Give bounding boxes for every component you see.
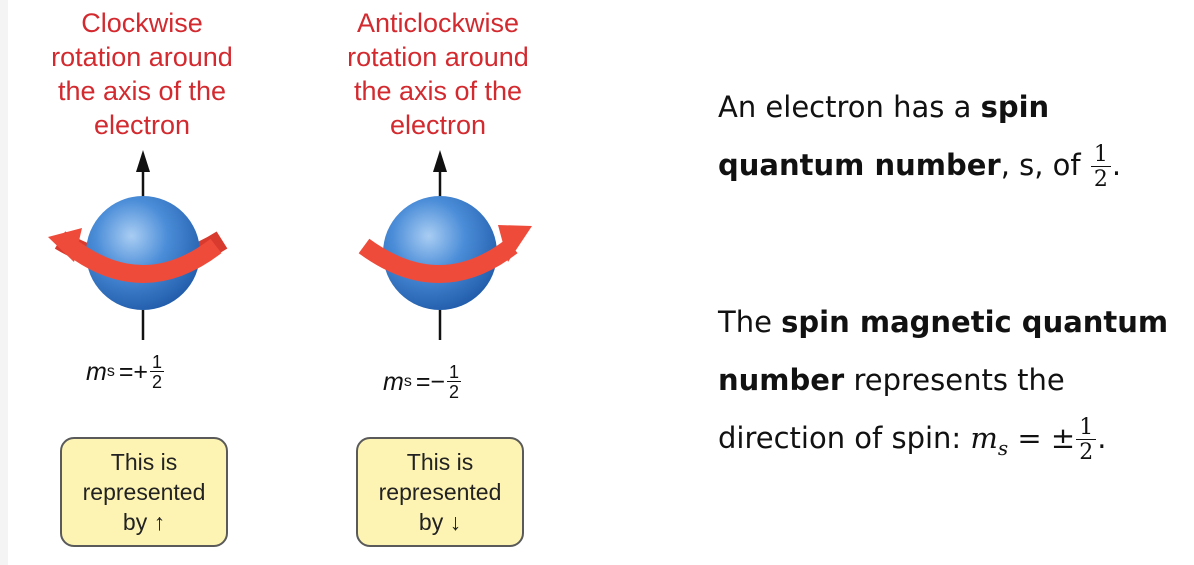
para2-line2: number represents the <box>718 351 1168 409</box>
spin-diagram <box>48 150 532 340</box>
left-caption: Clockwise rotation around the axis of th… <box>18 6 266 142</box>
right-rotation-arrowhead <box>498 225 532 262</box>
left-caption-line: the axis of the <box>57 76 227 106</box>
left-caption-line: electron <box>93 110 191 140</box>
left-electron <box>48 150 228 340</box>
para1-line1: An electron has a spin <box>718 78 1121 136</box>
ms-symbol: m <box>86 357 107 386</box>
math-subscript: s <box>997 435 1009 460</box>
ms-relation: =− <box>415 367 446 396</box>
note-line: This is <box>110 449 178 475</box>
para2-line1: The spin magnetic quantum <box>718 293 1168 351</box>
fraction-numerator: 1 <box>1076 416 1097 440</box>
right-caption-line: the axis of the <box>353 76 523 106</box>
spin-quantum-number-text: An electron has a spin quantum number, s… <box>718 78 1121 194</box>
note-line: This is <box>406 449 474 475</box>
ms-relation: =+ <box>118 357 149 386</box>
text-span: , s, of <box>1000 148 1090 182</box>
right-axis-arrowhead <box>433 150 447 172</box>
left-caption-line: Clockwise <box>81 8 203 38</box>
text-span: . <box>1111 148 1122 182</box>
fraction-denominator: 2 <box>1079 439 1094 465</box>
math-relation: = ± <box>1008 421 1076 455</box>
fraction-numerator: 1 <box>1090 143 1111 167</box>
ms-symbol: m <box>383 367 404 396</box>
note-line: by ↓ <box>418 509 462 535</box>
ms-subscript: s <box>403 373 412 390</box>
text-span: represents the <box>844 363 1065 397</box>
ms-fraction: 1 2 <box>447 362 462 402</box>
right-caption: Anticlockwise rotation around the axis o… <box>314 6 562 142</box>
ms-fraction: 1 2 <box>150 352 165 392</box>
bold-term: spin <box>980 90 1050 124</box>
fraction-numerator: 1 <box>150 352 165 372</box>
right-caption-line: rotation around <box>347 42 529 72</box>
note-line: represented <box>82 479 206 505</box>
fraction-numerator: 1 <box>447 362 462 382</box>
left-axis-arrowhead <box>136 150 150 172</box>
side-background <box>0 0 8 565</box>
fraction-denominator: 2 <box>1093 166 1108 192</box>
right-caption-line: electron <box>389 110 487 140</box>
left-rotation-arrowhead <box>48 228 82 262</box>
right-electron <box>358 150 532 340</box>
math-m: m <box>970 421 998 455</box>
ms-subscript: s <box>106 363 115 380</box>
text-span: direction of spin: <box>718 421 971 455</box>
spin-magnetic-quantum-number-text: The spin magnetic quantum number represe… <box>718 293 1168 477</box>
text-span: The <box>718 305 782 339</box>
bold-term: number <box>718 363 845 397</box>
note-line: represented <box>378 479 502 505</box>
text-span: An electron has a <box>718 90 981 124</box>
left-note-box: This is represented by ↑ <box>60 437 228 547</box>
text-span: . <box>1097 421 1107 455</box>
note-line: by ↑ <box>122 509 166 535</box>
left-caption-line: rotation around <box>51 42 233 72</box>
right-rotation-band <box>358 238 518 283</box>
bold-term: spin magnetic quantum <box>781 305 1169 339</box>
right-note-box: This is represented by ↓ <box>356 437 524 547</box>
bold-term: quantum number <box>718 148 1001 182</box>
left-rotation-band <box>64 238 222 283</box>
fraction-denominator: 2 <box>152 372 163 392</box>
fraction-denominator: 2 <box>449 382 460 402</box>
right-sphere <box>383 196 497 310</box>
left-sphere <box>86 196 200 310</box>
right-caption-line: Anticlockwise <box>356 8 520 38</box>
